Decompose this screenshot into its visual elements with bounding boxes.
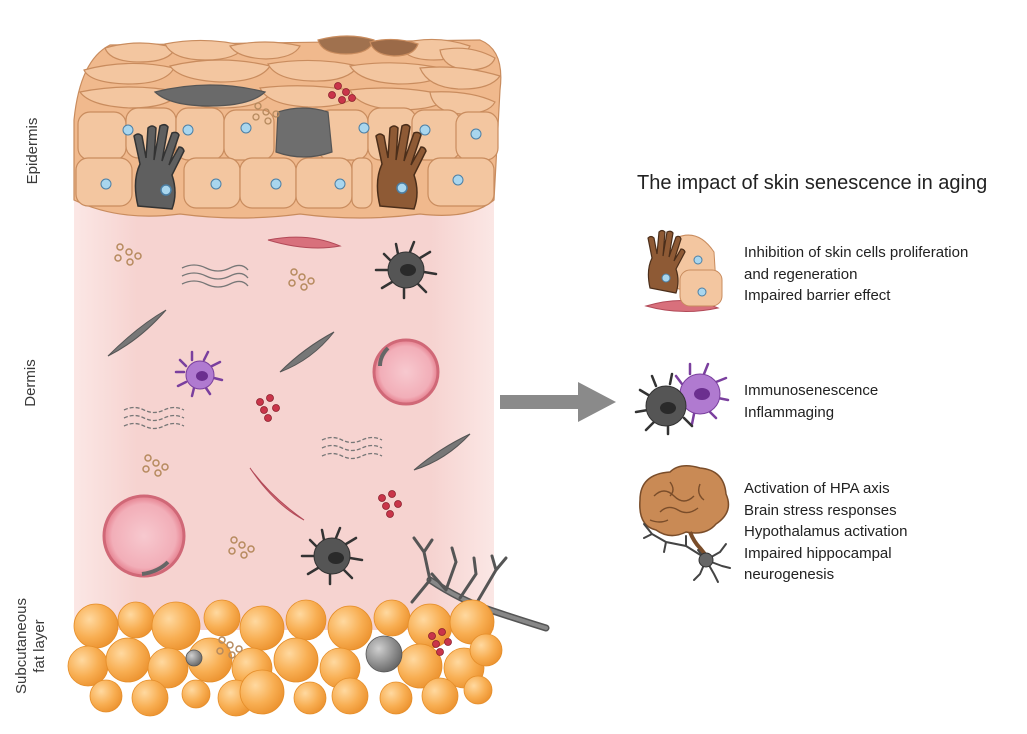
impact-line: and regeneration [744,265,858,283]
nuclei [100,122,482,190]
secretion-dots-icon [252,102,280,125]
blood-vessel-icon-2 [102,494,186,578]
impact-line: Brain stress responses [744,501,897,519]
impact-line: neurogenesis [744,566,835,583]
impact-line: Hypothalamus activation [744,523,908,540]
immune-cells-icon [634,362,730,436]
gray-immune-cell-icon [374,240,438,300]
epidermis-label: Epidermis [24,117,41,185]
impact-item-immune: Immunosenescence Inflammaging [744,380,878,423]
subcutaneous-label: Subcutaneous fat layer [13,571,49,721]
purple-immune-cell-icon [174,350,224,398]
gray-immune-cell-icon-2 [300,526,364,586]
skin-cells-icon [644,229,723,313]
impact-line: Inflammaging [744,403,835,421]
subcutaneous-label-line2: fat layer [31,619,48,673]
senescence-granules-icon [328,82,356,104]
arrow-right-icon [500,382,616,422]
impact-item-skin-cells: Inhibition of skin cells proliferation a… [744,242,968,307]
subcutaneous-label-line1: Subcutaneous [13,598,30,694]
melanocyte-gray-icon [133,123,185,210]
diagram-title: The impact of skin senescence in aging [637,172,988,194]
impact-line: Impaired hippocampal [744,544,892,562]
impact-line: Immunosenescence [744,382,879,399]
fat-layer [67,599,503,717]
impact-line: Activation of HPA axis [744,480,890,497]
dermis-label: Dermis [22,359,39,407]
blood-vessel-icon [372,338,440,406]
fat-granules [216,628,452,659]
impact-line: Inhibition of skin cells proliferation [744,244,969,261]
impact-line: Impaired barrier effect [744,287,891,304]
melanocyte-brown-icon [375,123,427,210]
dermis-cells [102,236,471,586]
impact-item-brain: Activation of HPA axis Brain stress resp… [744,478,907,586]
brain-neuron-icon [639,465,731,583]
